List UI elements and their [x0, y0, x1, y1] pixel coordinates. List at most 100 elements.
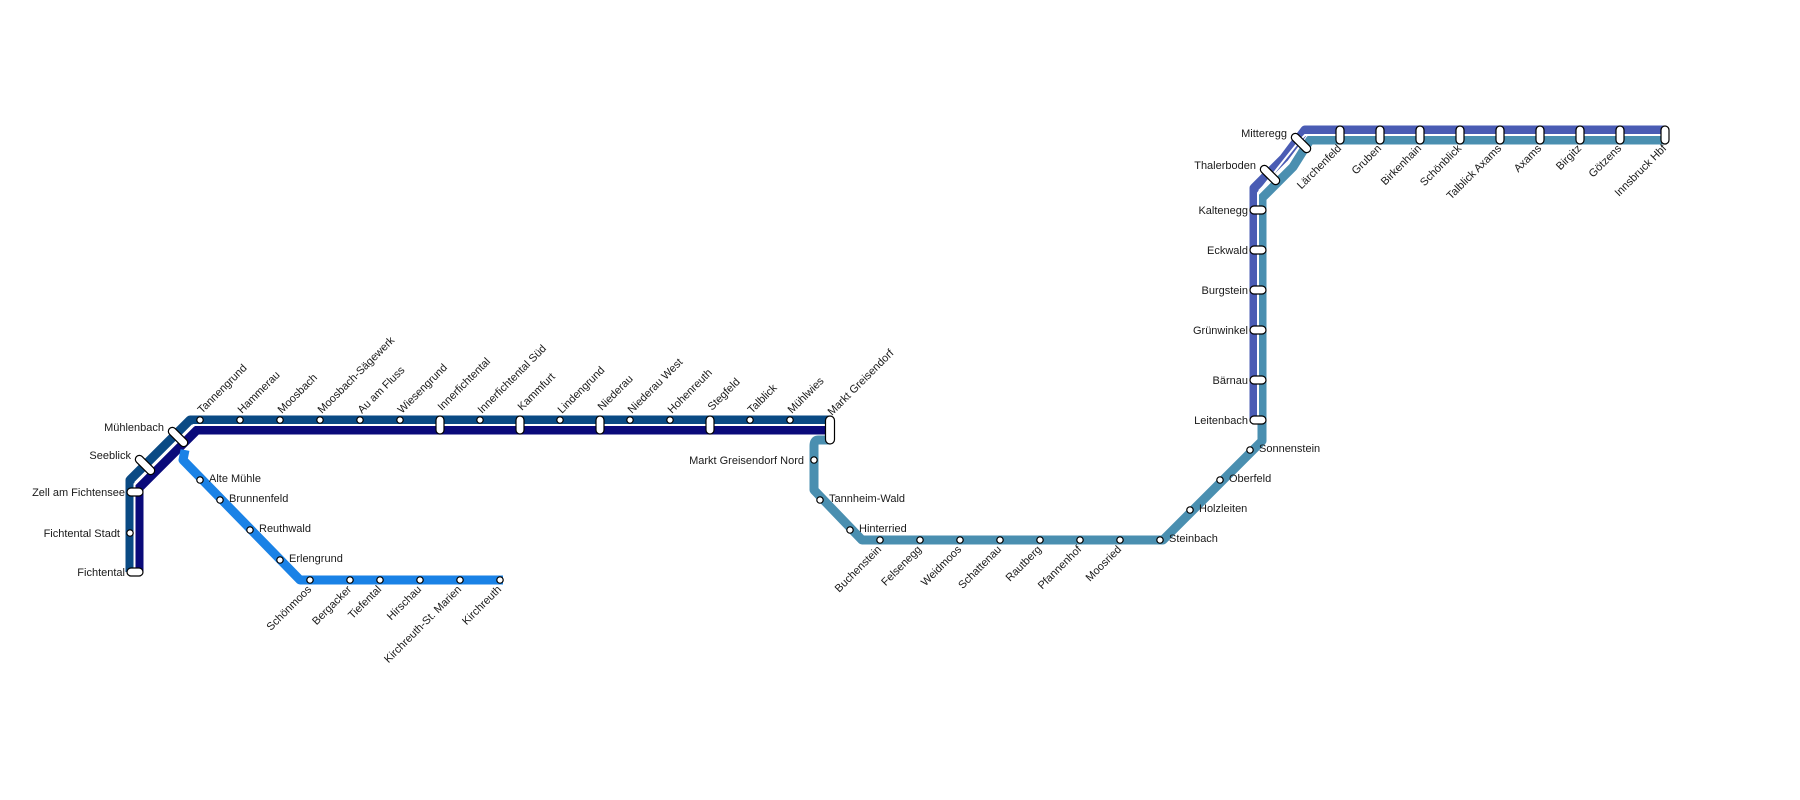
station-baernau[interactable]	[1249, 375, 1267, 385]
station-hinterried[interactable]	[846, 526, 854, 534]
line-b-route[interactable]	[134, 425, 830, 572]
interchange-marker[interactable]	[1249, 325, 1267, 335]
station-eckwald[interactable]	[1249, 245, 1267, 255]
station-schattenau[interactable]	[996, 536, 1004, 544]
station-zell[interactable]	[126, 487, 144, 497]
line-d-route[interactable]	[809, 135, 1665, 545]
interchange-marker[interactable]	[1290, 132, 1313, 155]
station-goetzens[interactable]	[1615, 125, 1625, 145]
station-markt-greisendorf-nord[interactable]	[810, 456, 818, 464]
station-innerfichtental-sued[interactable]	[476, 416, 484, 424]
interchange-marker[interactable]	[1415, 125, 1425, 145]
interchange-marker[interactable]	[435, 415, 445, 435]
interchange-marker[interactable]	[1249, 205, 1267, 215]
interchange-marker[interactable]	[1249, 415, 1267, 425]
station-marker[interactable]	[876, 536, 884, 544]
station-marker[interactable]	[346, 576, 354, 584]
interchange-marker[interactable]	[126, 487, 144, 497]
station-marker[interactable]	[1186, 506, 1194, 514]
station-marker[interactable]	[1216, 476, 1224, 484]
station-hohenreuth[interactable]	[666, 416, 674, 424]
station-buchenstein[interactable]	[876, 536, 884, 544]
station-leitenbach[interactable]	[1249, 415, 1267, 425]
station-schoenblick[interactable]	[1455, 125, 1465, 145]
station-pfannenhof[interactable]	[1076, 536, 1084, 544]
line-c-route[interactable]	[178, 449, 503, 585]
station-marker[interactable]	[216, 496, 224, 504]
station-fichtental[interactable]	[126, 567, 144, 577]
interchange-marker[interactable]	[824, 415, 836, 445]
station-lindengrund[interactable]	[556, 416, 564, 424]
station-marker[interactable]	[786, 416, 794, 424]
interchange-marker[interactable]	[1375, 125, 1385, 145]
station-marker[interactable]	[746, 416, 754, 424]
station-marker[interactable]	[1036, 536, 1044, 544]
interchange-marker[interactable]	[515, 415, 525, 435]
station-marker[interactable]	[276, 556, 284, 564]
station-marker[interactable]	[126, 529, 134, 537]
station-alte-muehle[interactable]	[196, 476, 204, 484]
station-kammfurt[interactable]	[515, 415, 525, 435]
station-kaltenegg[interactable]	[1249, 205, 1267, 215]
line-e-route[interactable]	[1249, 125, 1665, 420]
station-erlengrund[interactable]	[276, 556, 284, 564]
station-marker[interactable]	[196, 416, 204, 424]
station-marker[interactable]	[1246, 446, 1254, 454]
interchange-marker[interactable]	[1259, 164, 1282, 187]
station-kirchreuth-st-marien[interactable]	[456, 576, 464, 584]
interchange-marker[interactable]	[595, 415, 605, 435]
station-burgstein[interactable]	[1249, 285, 1267, 295]
interchange-marker[interactable]	[167, 426, 190, 449]
station-marker[interactable]	[916, 536, 924, 544]
station-muehlenbach[interactable]	[167, 426, 190, 449]
station-marker[interactable]	[276, 416, 284, 424]
station-felsenegg[interactable]	[916, 536, 924, 544]
interchange-marker[interactable]	[705, 415, 715, 435]
station-birgitz[interactable]	[1575, 125, 1585, 145]
station-talblick-axams[interactable]	[1495, 125, 1505, 145]
station-marker[interactable]	[376, 576, 384, 584]
interchange-marker[interactable]	[1575, 125, 1585, 145]
station-gruenwinkel[interactable]	[1249, 325, 1267, 335]
station-marker[interactable]	[236, 416, 244, 424]
station-marker[interactable]	[996, 536, 1004, 544]
station-stegfeld[interactable]	[705, 415, 715, 435]
station-moosried[interactable]	[1116, 536, 1124, 544]
station-thalerboden[interactable]	[1259, 164, 1282, 187]
station-tannheim-wald[interactable]	[816, 496, 824, 504]
station-kirchreuth[interactable]	[496, 576, 504, 584]
station-holzleiten[interactable]	[1186, 506, 1194, 514]
station-sonnenstein[interactable]	[1246, 446, 1254, 454]
interchange-marker[interactable]	[1249, 285, 1267, 295]
interchange-marker[interactable]	[1249, 245, 1267, 255]
station-marker[interactable]	[666, 416, 674, 424]
interchange-marker[interactable]	[1455, 125, 1465, 145]
station-marker[interactable]	[246, 526, 254, 534]
station-marker[interactable]	[810, 456, 818, 464]
station-marker[interactable]	[626, 416, 634, 424]
station-marker[interactable]	[476, 416, 484, 424]
station-marker[interactable]	[306, 576, 314, 584]
station-innsbruck-hbf[interactable]	[1660, 125, 1670, 145]
station-marker[interactable]	[846, 526, 854, 534]
station-weidmoos[interactable]	[956, 536, 964, 544]
station-niederau-west[interactable]	[626, 416, 634, 424]
station-mitteregg[interactable]	[1290, 132, 1313, 155]
station-muehlwies[interactable]	[786, 416, 794, 424]
station-markt-greisendorf[interactable]	[824, 415, 836, 445]
station-moosbach-saegewerk[interactable]	[316, 416, 324, 424]
station-marker[interactable]	[356, 416, 364, 424]
station-tannengrund[interactable]	[196, 416, 204, 424]
interchange-marker[interactable]	[1535, 125, 1545, 145]
station-marker[interactable]	[416, 576, 424, 584]
station-schoenmoos[interactable]	[306, 576, 314, 584]
interchange-marker[interactable]	[1615, 125, 1625, 145]
station-marker[interactable]	[956, 536, 964, 544]
station-seeblick[interactable]	[134, 454, 157, 477]
station-fichtental-stadt[interactable]	[126, 529, 134, 537]
interchange-marker[interactable]	[126, 567, 144, 577]
station-reuthwald[interactable]	[246, 526, 254, 534]
interchange-marker[interactable]	[1495, 125, 1505, 145]
station-hammerau[interactable]	[236, 416, 244, 424]
station-marker[interactable]	[1076, 536, 1084, 544]
